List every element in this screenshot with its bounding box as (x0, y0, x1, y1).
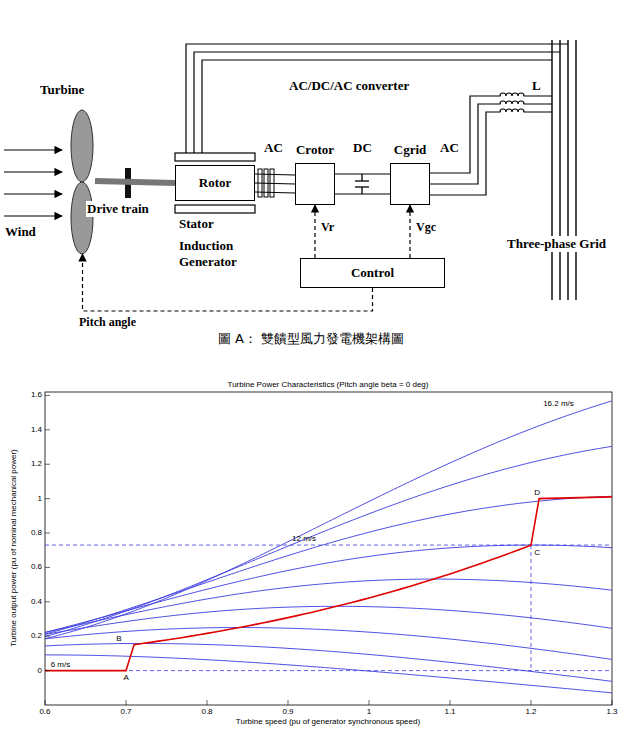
turbine: Turbine (70, 108, 95, 254)
plot-frame (45, 392, 612, 705)
tick-label: 0.6 (39, 707, 50, 717)
signal-label: DC (352, 140, 373, 156)
power-curve (45, 401, 612, 639)
point-label: A (124, 673, 129, 683)
edge-label: Pitch angle (78, 315, 137, 330)
tick-label: 0.9 (282, 707, 293, 717)
point-label: D (534, 488, 540, 498)
axis-title: Turbine output power (pu of nominal mech… (9, 449, 19, 647)
grid-side-wires (430, 93, 552, 195)
dc-capacitor (355, 174, 369, 194)
tick-label: 1.3 (606, 707, 617, 717)
power-curve (45, 496, 612, 634)
connector-line (335, 193, 390, 194)
grid-lines (552, 40, 576, 300)
axis-title: Turbine speed (pu of generator synchrono… (236, 717, 420, 727)
stator-wires (186, 44, 568, 153)
connector-line (314, 205, 315, 258)
turbine-blades (71, 110, 93, 254)
tick-label: 0.8 (201, 707, 212, 717)
connector-line (95, 181, 175, 183)
tick-label: 0.8 (31, 528, 42, 538)
wind-arrows (4, 150, 62, 216)
power-curve (45, 579, 612, 632)
part-label: AC/DC/AC converter (288, 78, 410, 94)
connector-line (409, 205, 410, 258)
node-label: Cgrid (394, 142, 427, 158)
power-curve (45, 628, 612, 660)
guide-line (45, 545, 612, 546)
power-curve (45, 545, 612, 632)
plot-curves (45, 401, 612, 693)
tick-label: 1 (367, 707, 371, 717)
stator-bars (175, 153, 255, 213)
tick-label: 1.2 (31, 459, 42, 469)
signal-label: AC (263, 140, 284, 156)
tick-label: 0.6 (31, 562, 42, 572)
curve-label: 16.2 m/s (543, 399, 574, 409)
signal-label: AC (439, 140, 460, 156)
connector-line (335, 173, 390, 174)
power-curve (45, 606, 612, 634)
control-box: Control (300, 258, 445, 288)
connector-line (255, 183, 295, 184)
power-curve (45, 655, 612, 693)
node-label: Control (351, 265, 394, 281)
axis-ticks (45, 395, 612, 705)
node-label: Turbine (40, 82, 84, 98)
part-label: Drive train (86, 201, 150, 217)
power-curve (45, 643, 612, 681)
tick-label: 0.2 (31, 631, 42, 641)
drive-shaft (95, 181, 175, 183)
rotor-wires (255, 174, 295, 193)
connector-line (255, 174, 295, 175)
tracking-curve (45, 497, 612, 671)
node-label: Crotor (296, 142, 334, 158)
control-signal (315, 205, 316, 258)
tick-label: 1.4 (31, 425, 42, 435)
tick-label: 1.2 (525, 707, 536, 717)
node-label: Rotor (199, 175, 232, 191)
grid-label: Three-phase Grid (506, 236, 607, 252)
part-label: Stator (178, 216, 215, 232)
tick-label: 0.7 (120, 707, 131, 717)
curve-label: 6 m/s (51, 660, 71, 670)
chart-title: Turbine Power Characteristics (Pitch ang… (228, 380, 429, 390)
dc-link (335, 174, 390, 194)
edge-label: Vr (320, 220, 335, 235)
tick-label: 0.4 (31, 597, 42, 607)
guide-line (531, 545, 532, 671)
converter-box: Cgrid (390, 163, 430, 205)
tick-label: 1 (38, 494, 42, 504)
tick-label: 1.1 (444, 707, 455, 717)
curve-label: 12 m/s (292, 534, 316, 544)
converter-box: Crotor (295, 163, 335, 205)
part-label: Induction Generator (178, 238, 276, 270)
control-signal (410, 205, 411, 258)
point-label: B (116, 634, 121, 644)
inductor-label: L (531, 78, 542, 94)
figure-caption: 圖 A： 雙饋型風力發電機架構圖 (218, 330, 404, 348)
edge-label: Vgc (415, 220, 437, 235)
tick-label: 0 (38, 666, 42, 676)
guide-line (45, 670, 612, 671)
rotor-box: Rotor (175, 165, 255, 201)
wind-label: Wind (4, 224, 37, 240)
connector-line (255, 192, 295, 193)
point-label: C (534, 548, 540, 558)
tick-label: 1.6 (31, 390, 42, 400)
